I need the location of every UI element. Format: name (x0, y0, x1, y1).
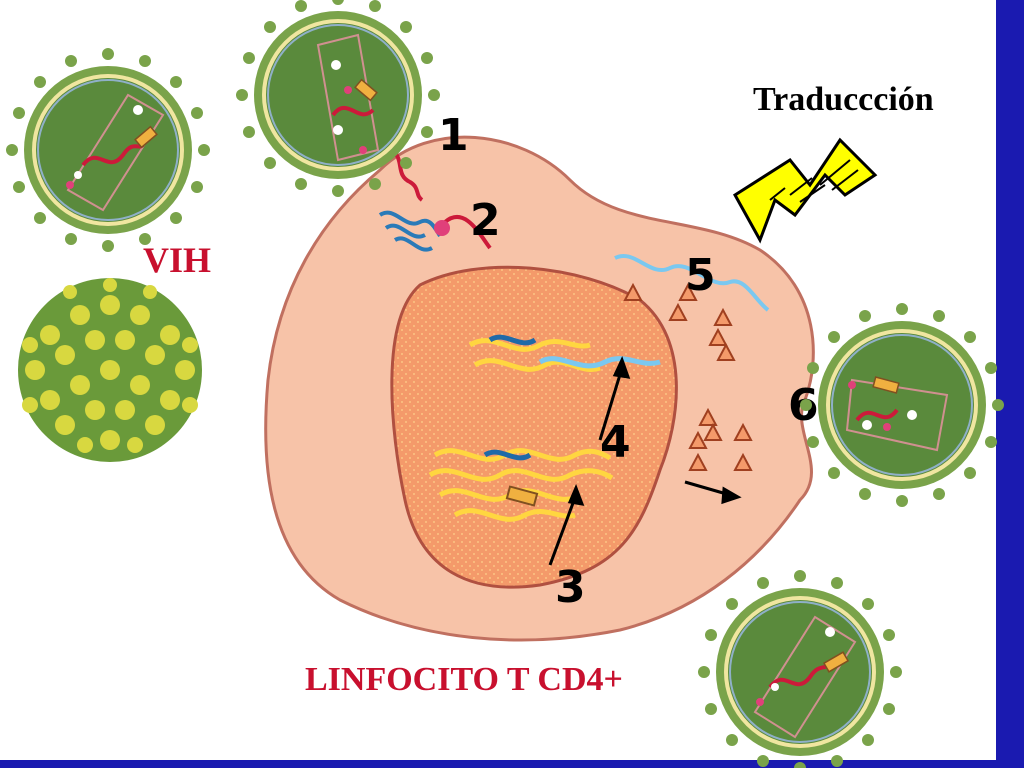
right-border (996, 0, 1024, 768)
virion-right-budding (799, 302, 1005, 508)
viral-rna-light-blue (538, 356, 661, 369)
step-1: 1 (438, 110, 469, 161)
integrase-rect (505, 485, 539, 507)
virus-label: VIH (143, 240, 211, 280)
host-dna-strands (428, 338, 614, 522)
mrna-strand (614, 254, 770, 312)
virion-surface-view (18, 278, 202, 462)
virion-bottom (697, 569, 903, 768)
virion-top-left (5, 47, 211, 253)
viral-proteins (623, 282, 753, 471)
step-3: 3 (555, 562, 586, 613)
step-5: 5 (685, 250, 716, 301)
cell-nucleus (390, 265, 678, 589)
reverse-transcriptase-dot (434, 220, 450, 236)
cell-label: LINFOCITO T CD4+ (305, 661, 623, 698)
viral-dna-blue (483, 334, 537, 461)
virion-top-entering (235, 0, 441, 198)
step-4: 4 (600, 417, 631, 468)
step-2: 2 (470, 195, 501, 246)
lightning-bolt (733, 137, 878, 244)
bottom-border (0, 760, 1024, 768)
translation-label: Traduccción (753, 81, 934, 118)
step-arrows (548, 356, 742, 566)
